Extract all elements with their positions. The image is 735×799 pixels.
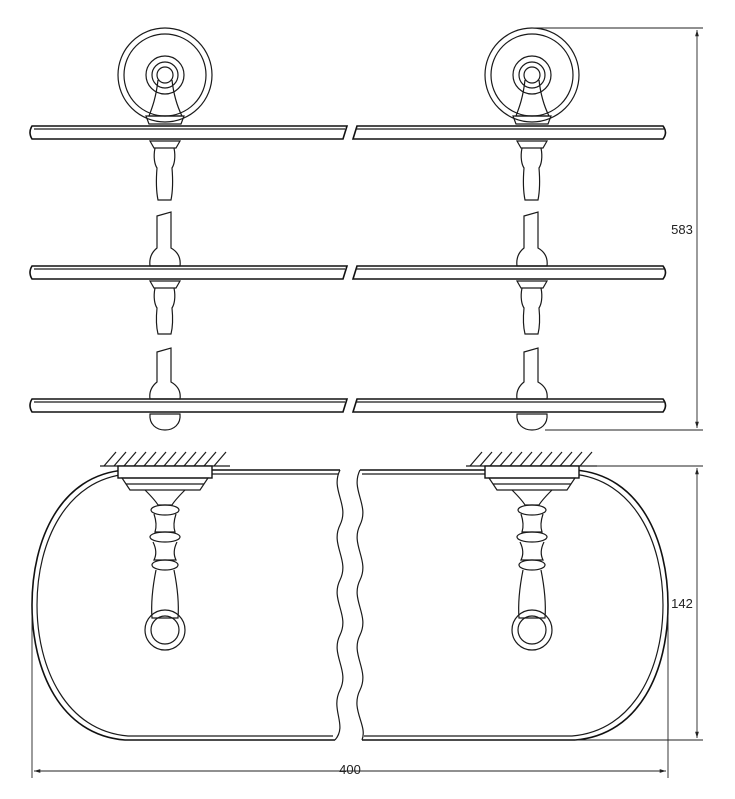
left-bracket-plan	[117, 465, 213, 651]
left-wall-hatch	[100, 451, 230, 467]
plan-view: 142 400	[31, 451, 703, 778]
depth-dimension	[575, 465, 703, 741]
shelf-bottom	[29, 398, 667, 413]
right-bracket-plan	[484, 465, 580, 651]
right-wall-hatch	[466, 451, 597, 467]
shelf-top	[29, 125, 667, 140]
height-dimension	[532, 27, 703, 431]
break-lines	[334, 469, 364, 741]
shelf-middle	[29, 265, 667, 280]
left-post	[148, 140, 182, 431]
right-wall-rosette	[484, 27, 580, 125]
right-post	[515, 140, 549, 431]
left-wall-rosette	[117, 27, 213, 125]
glass-outline	[31, 469, 669, 741]
width-dimension	[31, 610, 669, 778]
depth-dimension-label: 142	[671, 596, 693, 611]
front-elevation: 583	[29, 27, 703, 431]
width-dimension-label: 400	[339, 762, 361, 777]
height-dimension-label: 583	[671, 222, 693, 237]
